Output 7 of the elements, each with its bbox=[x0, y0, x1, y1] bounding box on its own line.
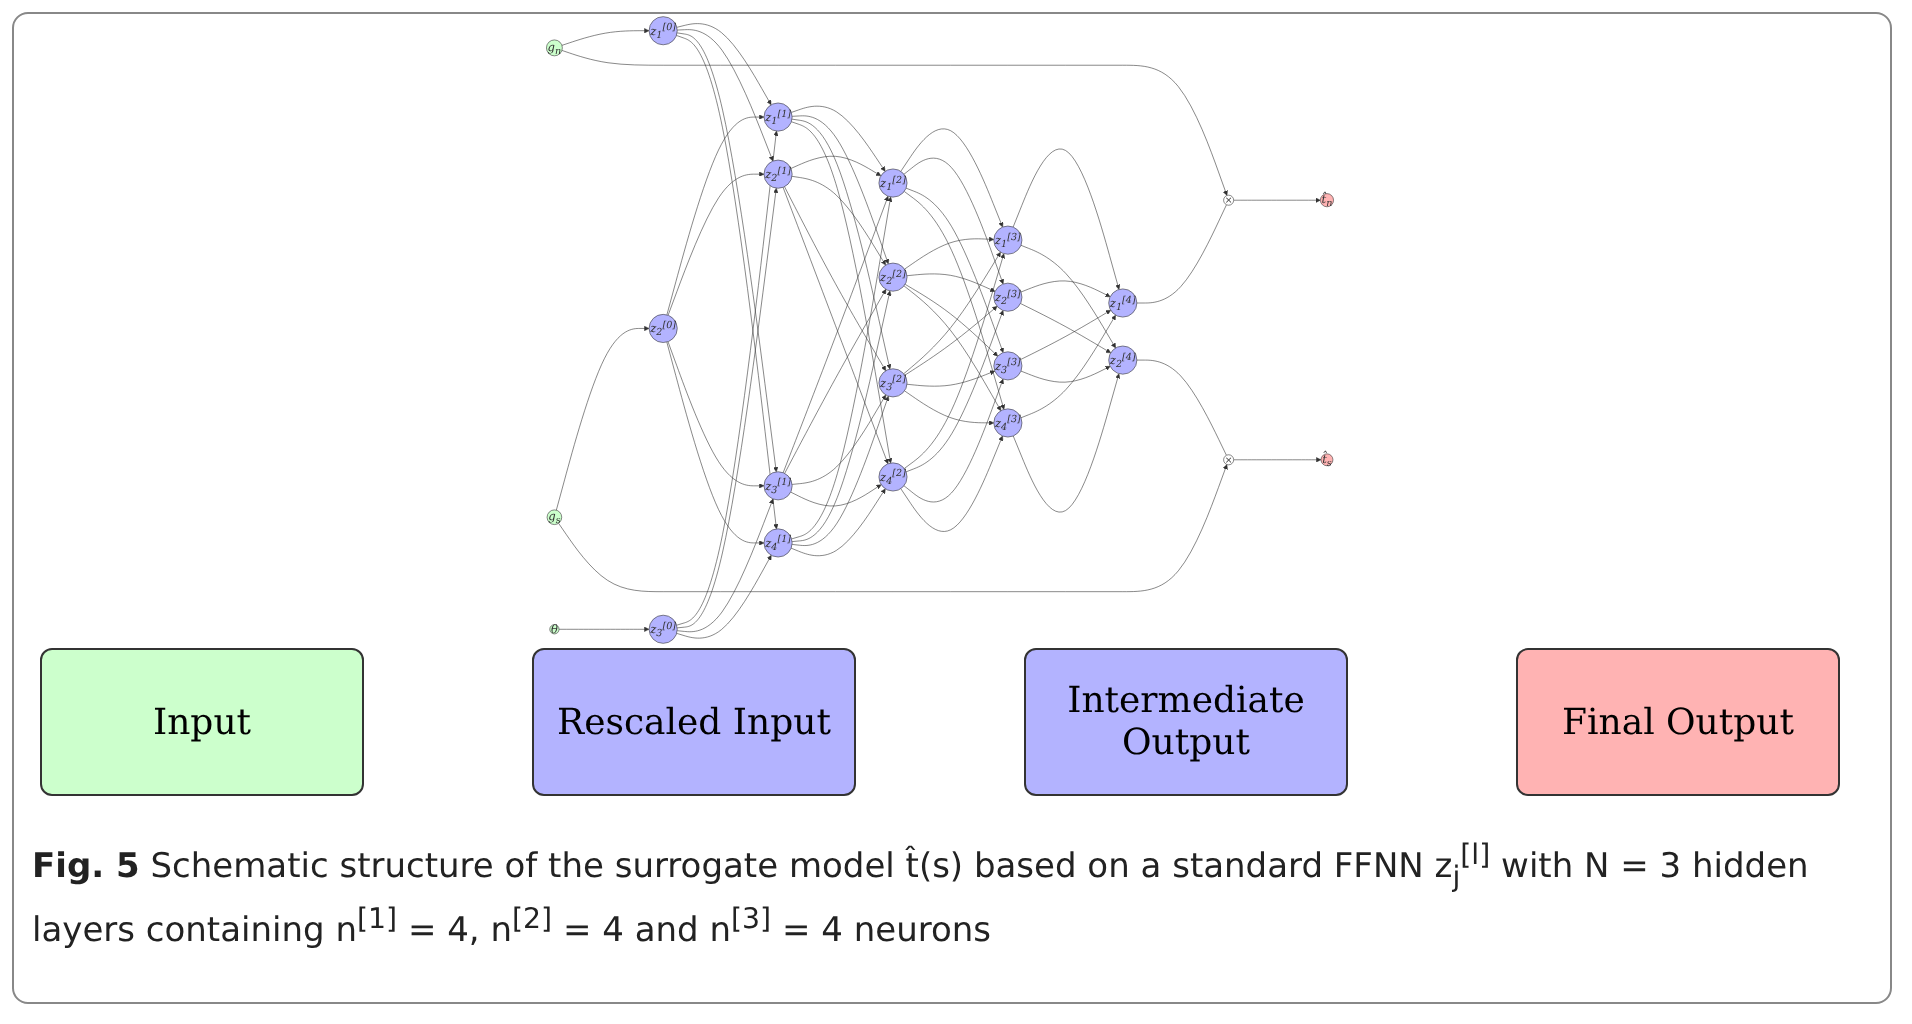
figure-caption: Fig. 5 Schematic structure of the surrogate model t̂(s) based on a standard FFNN z$_{j}$$^{[l]}$ with N = 3 hidden layers containing n$^{[1]}$ = 4, n$^{[2]}$ = 4 and n$^{[3]}$ = 4 neurons bbox=[32, 838, 1811, 956]
legend-label: Intermediate Output bbox=[1065, 680, 1307, 764]
legend-label: Final Output bbox=[1562, 701, 1794, 743]
legend-label: Rescaled Input bbox=[557, 701, 831, 743]
connector bbox=[1136, 204, 1227, 304]
legend-label: Input bbox=[152, 701, 252, 743]
connector bbox=[1136, 359, 1227, 456]
